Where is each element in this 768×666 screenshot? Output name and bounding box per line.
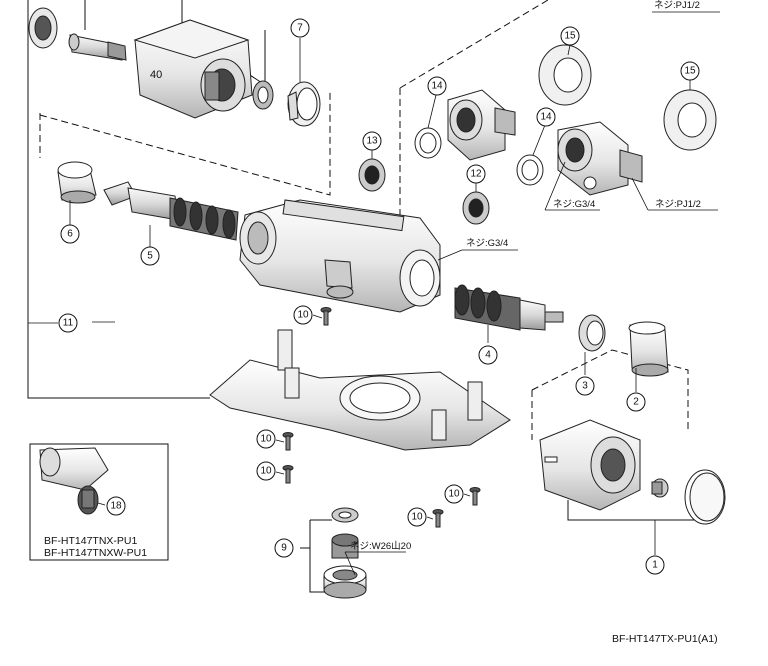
svg-text:9: 9 (281, 543, 287, 554)
clip-ring-part-7 (287, 81, 321, 127)
filter-screen (331, 533, 359, 559)
callout-2: 2 (626, 392, 646, 412)
callout-18: 18 (106, 496, 126, 516)
callout-6: 6 (60, 224, 80, 244)
svg-text:12: 12 (470, 169, 482, 180)
svg-text:18: 18 (110, 501, 122, 512)
svg-text:10: 10 (411, 512, 423, 523)
thread-label-elbow-pj: ネジ:PJ1/2 (655, 199, 701, 210)
screw-part-10-a (320, 307, 332, 326)
handle-marking: 40 (150, 69, 162, 81)
callout-15-left: 15 (560, 26, 580, 46)
svg-text:7: 7 (297, 23, 303, 34)
svg-text:2: 2 (633, 397, 639, 408)
top-left-ring-part (28, 7, 58, 49)
bushing-part-12 (462, 191, 490, 225)
sleeve-part-2 (628, 321, 669, 377)
svg-text:10: 10 (260, 434, 272, 445)
svg-text:14: 14 (540, 112, 552, 123)
elbow-fitting-right (516, 121, 643, 196)
svg-text:10: 10 (260, 466, 272, 477)
callout-14-left: 14 (427, 76, 447, 96)
callout-10-b: 10 (256, 429, 276, 449)
cap-part-6 (57, 161, 97, 204)
svg-text:15: 15 (564, 31, 576, 42)
top-handle-body: 40 (133, 19, 253, 119)
svg-text:1: 1 (652, 560, 658, 571)
callout-5: 5 (140, 246, 160, 266)
callout-10-d: 10 (444, 484, 464, 504)
assembly-outline-lines (27, 0, 696, 555)
top-bearing-ring (252, 80, 274, 110)
callout-4: 4 (478, 345, 498, 365)
thread-label-top-right: ネジ:PJ1/2 (654, 0, 700, 11)
svg-text:13: 13 (366, 136, 378, 147)
callout-1: 1 (645, 555, 665, 575)
ring-part-15-right (663, 89, 717, 151)
callout-13: 13 (362, 131, 382, 151)
svg-text:15: 15 (684, 66, 696, 77)
callout-10-e: 10 (407, 507, 427, 527)
screw-part-10-e (432, 509, 444, 528)
callout-10-a: 10 (293, 305, 313, 325)
svg-text:14: 14 (431, 81, 443, 92)
svg-text:4: 4 (485, 350, 491, 361)
base-plate (209, 329, 511, 451)
callout-12: 12 (466, 164, 486, 184)
ring-part-3 (578, 314, 606, 352)
svg-text:6: 6 (67, 229, 73, 240)
svg-text:5: 5 (147, 251, 153, 262)
callout-leaders (92, 314, 471, 520)
callout-7: 7 (290, 18, 310, 38)
screw-part-10-c (282, 465, 294, 484)
svg-text:10: 10 (297, 310, 309, 321)
document-code: BF-HT147TX-PU1(A1) (612, 633, 718, 645)
filter-nut (323, 565, 367, 599)
top-left-spline-shaft (68, 33, 127, 61)
handle-screw-part-1 (651, 478, 669, 498)
screw-part-10-b (282, 432, 294, 451)
lever-handle-assembly (539, 419, 641, 511)
screw-part-10-d (469, 487, 481, 506)
callout-10-c: 10 (256, 461, 276, 481)
ring-part-15-left (538, 44, 592, 106)
thread-label-leaders (344, 11, 720, 576)
inset-model-1: BF-HT147TNX-PU1 (44, 535, 138, 547)
cartridge-part-4 (454, 284, 564, 331)
callout-11: 11 (58, 313, 78, 333)
main-valve-body (239, 199, 441, 313)
cartridge-part-5 (103, 181, 239, 241)
svg-text:3: 3 (582, 381, 588, 392)
inset-model-2: BF-HT147TNXW-PU1 (44, 547, 147, 559)
inset-panel (29, 443, 169, 561)
handle-cap-disc (684, 469, 726, 525)
svg-text:10: 10 (448, 489, 460, 500)
callout-15-right: 15 (680, 61, 700, 81)
filter-washer (331, 507, 359, 523)
thread-label-outlet-g34: ネジ:G3/4 (553, 199, 595, 210)
svg-text:11: 11 (63, 318, 74, 329)
thread-label-body-g34: ネジ:G3/4 (466, 238, 508, 249)
bushing-part-13 (358, 158, 386, 192)
callout-3: 3 (575, 376, 595, 396)
callout-9: 9 (274, 538, 294, 558)
thread-label-filter-w26: ネジ:W26山20 (350, 541, 411, 552)
callout-14-right: 14 (536, 107, 556, 127)
elbow-fitting-left (414, 89, 516, 161)
